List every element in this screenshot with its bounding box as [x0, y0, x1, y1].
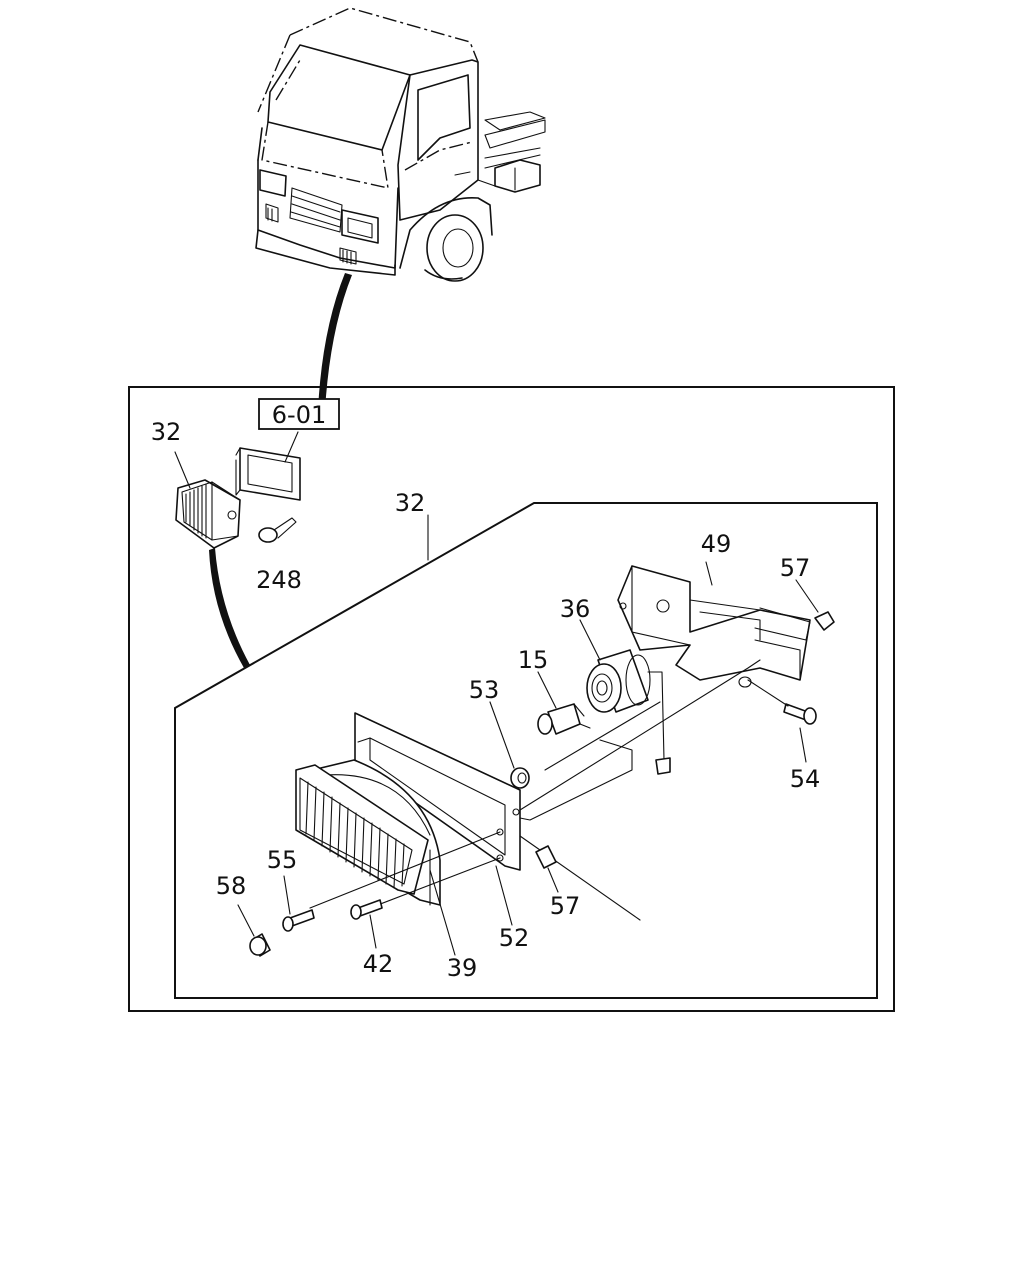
callout-54: 54 — [790, 765, 821, 793]
callout-15: 15 — [518, 646, 549, 674]
callout-32-detail: 32 — [395, 489, 426, 517]
bulb-15 — [537, 671, 591, 735]
outer-frame — [128, 386, 895, 1012]
bolt-54 — [738, 676, 817, 725]
leader-39 — [429, 869, 456, 956]
callout-36: 36 — [560, 595, 591, 623]
callout-55: 55 — [267, 846, 298, 874]
callout-52: 52 — [499, 924, 530, 952]
clip-57-bottom — [535, 845, 559, 893]
cap-58 — [237, 904, 271, 957]
truck-cab-illustration — [255, 7, 546, 410]
callout-57-bottom: 57 — [550, 892, 581, 920]
callout-labels: 32 248 32 49 57 36 15 53 54 55 58 57 52 … — [151, 418, 821, 982]
lamp-housing-52 — [354, 712, 521, 871]
callout-248: 248 — [256, 566, 302, 594]
leader-54 — [799, 727, 807, 763]
callout-58: 58 — [216, 872, 247, 900]
lamp-lens — [295, 764, 429, 895]
socket-36 — [579, 619, 671, 775]
reference-label: 6-01 — [272, 401, 326, 429]
callout-49: 49 — [701, 530, 732, 558]
reference-box: 6-01 — [258, 398, 340, 430]
callout-42: 42 — [363, 950, 394, 978]
screw-55 — [282, 875, 315, 932]
clip-57-top — [795, 579, 835, 631]
callout-32-locator: 32 — [151, 418, 182, 446]
callout-39: 39 — [447, 954, 478, 982]
grommet-53 — [489, 701, 530, 789]
leader-52 — [495, 865, 513, 926]
callout-53: 53 — [469, 676, 500, 704]
detail-frame — [174, 502, 878, 999]
bracket-49 — [617, 561, 811, 681]
callout-57-top: 57 — [780, 554, 811, 582]
locator-fog-lamp-small — [174, 431, 301, 668]
screw-42 — [350, 899, 383, 949]
